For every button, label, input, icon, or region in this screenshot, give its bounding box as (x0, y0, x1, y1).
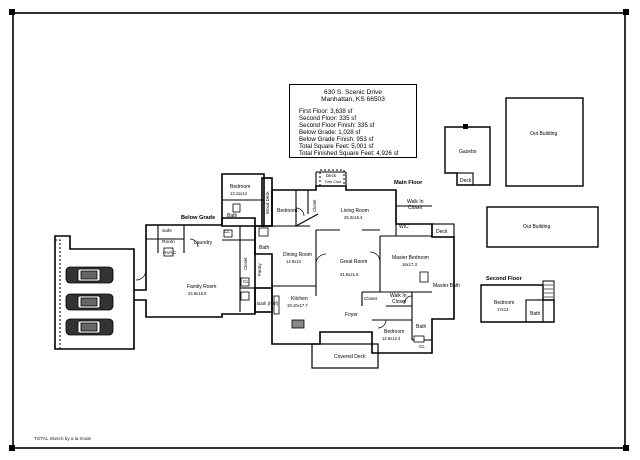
label-safe-room: Safe (162, 228, 172, 234)
label-bath-upper: Bath (227, 213, 238, 219)
label-bedroom-upper-dim: 13.11x12 (230, 191, 248, 196)
label-below-grade: Below Grade (181, 215, 215, 221)
label-bedroom-low: Bedroom (384, 329, 404, 335)
label-master-dim: 18x17.3 (402, 262, 418, 267)
label-closet-low: Closet (364, 296, 378, 301)
bath-second-outline (525, 299, 544, 323)
out-building-2-outline (486, 206, 599, 248)
info-line: Below Grade: 1,028 sf (299, 129, 361, 136)
label-second-floor: Second Floor (486, 276, 523, 282)
bath-half-outline (254, 287, 273, 313)
out-building-1-outline (505, 97, 584, 187)
label-living-dim: 25.3x15.4 (344, 215, 363, 220)
label-bedroom-main: Bedroom (277, 208, 297, 214)
deck-right-outline (431, 223, 455, 238)
gazebo-deck-outline (456, 172, 474, 186)
garage-outline (54, 235, 135, 350)
label-out-building-2: Out Building (523, 224, 550, 230)
label-foyer: Foyer (345, 312, 358, 318)
label-bath-half: Bath (half) (257, 301, 279, 306)
corner-mark-br (623, 445, 629, 451)
label-family-dim: 24.9x18.9 (188, 291, 207, 296)
garage-dashed (55, 239, 61, 349)
outer-frame (12, 12, 626, 449)
main-floor-outline (254, 185, 455, 354)
corner-mark-bl (9, 445, 15, 451)
deck-top-dashed (319, 169, 345, 187)
label-master-bath: Master Bath (433, 283, 460, 289)
label-safe-room-2: Room (162, 239, 175, 245)
corner-mark-tr (623, 9, 629, 15)
label-dining-room: Dining Room (283, 252, 312, 258)
label-bedroom-second-dim: 17x14 (497, 307, 509, 312)
label-closet-top: Closet (312, 199, 317, 212)
label-dining-dim: 14.9x10 (286, 259, 302, 264)
covered-deck-outline (311, 343, 379, 369)
label-closet-mid: Closet (243, 257, 248, 270)
gazebo-corner-mark (463, 124, 468, 129)
gazebo-outline (444, 126, 491, 186)
label-covered-deck: Covered Deck (334, 354, 366, 360)
footer-credit: TOTAL Sketch by a la mode (34, 436, 92, 441)
info-line: Total Square Feet: 5,001 sf (299, 143, 374, 150)
label-walk-in-top: Walk In (407, 199, 424, 205)
label-laundry: Laundry (194, 240, 213, 246)
label-kitchen-dim: 19.10x17.7 (287, 303, 308, 308)
car-icon-1 (65, 266, 114, 284)
label-cl1: CL (224, 229, 230, 234)
label-walk-in-low: Walk In (390, 293, 407, 299)
label-bath-low: Bath (416, 324, 427, 330)
car-icon-3 (65, 318, 114, 336)
label-living-room: Living Room (341, 208, 369, 214)
info-address: 630 S. Scenic Drive (324, 89, 382, 96)
label-closet-wic: Closet (408, 205, 423, 211)
label-pantry: Pantry (257, 263, 262, 276)
info-line: Second Floor: 335 sf (299, 115, 357, 122)
label-dim-closet: Dim Clos (325, 179, 341, 184)
label-great-dim: 21.6x21.6 (340, 272, 359, 277)
label-great-room: Great Room (340, 259, 367, 265)
info-city: Manhattan, KS 66503 (321, 96, 385, 103)
label-kitchen: Kitchen (291, 296, 308, 302)
label-bath-second: Bath (530, 311, 541, 317)
label-cl2: CL (243, 279, 249, 284)
info-line: Total Finished Square Feet: 4,926 sf (299, 150, 399, 157)
label-bath-left: Bath (259, 245, 270, 251)
label-bedroom-low-dim: 12.6x12.4 (382, 336, 401, 341)
corner-mark-tl (9, 9, 15, 15)
fixtures (163, 203, 429, 343)
label-main-floor: Main Floor (394, 180, 423, 186)
property-info-box: 630 S. Scenic Drive Manhattan, KS 66503 … (289, 84, 417, 158)
label-deck-top: Deck (326, 173, 337, 178)
info-line: Below Grade Finish: 953 sf (299, 136, 374, 143)
label-bedroom-upper: Bedroom (230, 184, 250, 190)
stair-second-outline (542, 280, 555, 301)
label-family-room: Family Room (187, 284, 216, 290)
label-master-bedroom: Master Bedroom (392, 255, 429, 261)
car-icon-2 (65, 293, 114, 311)
label-hvac: HVAC (163, 250, 177, 256)
label-deck-gazebo: Deck (460, 178, 472, 184)
info-line: Second Floor Finish: 335 sf (299, 122, 375, 129)
label-closet-low-2: Closet (392, 299, 407, 305)
below-grade-outline (134, 217, 256, 318)
label-cl3: CL (419, 344, 425, 349)
label-out-building-1: Out Building (530, 131, 557, 137)
label-gazebo: Gazebo (459, 149, 477, 155)
label-wood-deck: Wood Deck (265, 191, 270, 214)
label-bedroom-second: Bedroom (494, 300, 514, 306)
label-deck-right: Deck (436, 229, 448, 235)
info-line: First Floor: 3,638 sf (299, 108, 353, 115)
label-wic: WIC (399, 224, 409, 230)
